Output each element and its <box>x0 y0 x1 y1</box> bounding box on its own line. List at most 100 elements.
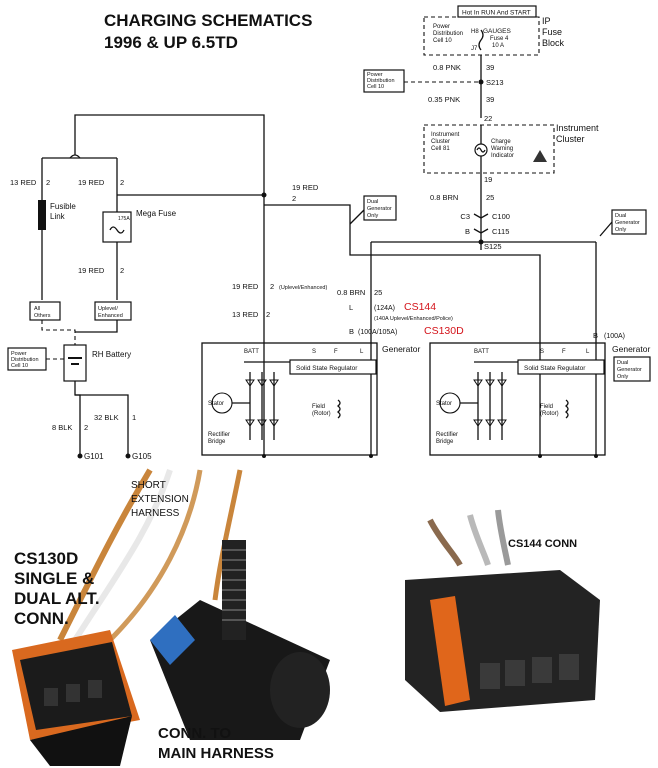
all-others-dashed <box>41 320 76 345</box>
gen1-l: L <box>360 349 364 355</box>
fuse-label1: GAUGES <box>483 28 511 35</box>
cs144-tag: CS144 <box>404 301 436 313</box>
gen1-ground-b <box>369 454 373 458</box>
gen1-rectifier2: Bridge <box>208 439 226 445</box>
ip-fuse-block: Hot In RUN And START Power Distribution … <box>423 5 565 56</box>
c3-label: C3 <box>460 212 470 221</box>
uplevel2: Enhanced <box>98 313 123 319</box>
gen2-ground-a <box>538 454 542 458</box>
pnk-035-label: 0.35 PNK <box>428 95 460 104</box>
gen1-stator-label: Stator <box>208 401 224 407</box>
cluster-cell-line3: Cell 81 <box>431 146 450 152</box>
s213-pd2: Distribution <box>367 78 395 84</box>
dual-gen-right2: Generator <box>615 220 640 226</box>
g105-label: G105 <box>132 452 152 461</box>
white-wire-photo <box>72 469 173 642</box>
cs130d-pin1 <box>44 688 58 706</box>
g105-ground-icon <box>125 453 131 459</box>
cs144-wire-brown <box>427 518 463 567</box>
connector-photos <box>12 468 600 766</box>
brn-08-gen-label: 0.8 BRN <box>337 288 365 297</box>
red-19-mid-circuit: 2 <box>292 194 296 203</box>
fuse-block-pd1: Power <box>433 24 450 30</box>
red-top-loop <box>74 114 265 455</box>
red-19-mid-label: 19 RED <box>292 183 319 192</box>
hot-in-run-text: Hot In RUN And START <box>462 10 531 17</box>
gen2-rectifier1: Rectifier <box>436 432 458 438</box>
dual-gen-right3: Only <box>615 227 627 233</box>
indicator-line3: Indicator <box>491 153 514 159</box>
dual-gen-gen1: Dual <box>617 360 628 366</box>
gen1-field1: Field <box>312 404 325 410</box>
brn-08-circuit: 25 <box>486 193 494 202</box>
term-b-right-amps: (100A) <box>604 333 625 340</box>
cs144-pin4 <box>480 663 500 689</box>
red-19-uplevel-circuit: 2 <box>270 282 274 291</box>
blk-8-circuit: 2 <box>84 423 88 432</box>
mega-fuse-rating: 175A <box>118 216 130 222</box>
short-ext-line2: EXTENSION <box>131 494 189 505</box>
red-19-left-label: 19 RED <box>78 178 105 187</box>
dual-gen-mid3: Only <box>367 213 379 219</box>
dual-gen-tag-right <box>611 209 647 235</box>
dual-gen-gen3: Only <box>617 374 629 380</box>
uplevel-tag <box>94 301 132 321</box>
red-19-lower-circuit: 2 <box>120 266 124 275</box>
cs130d-caption1: CS130D <box>14 549 78 568</box>
gen1-field-coil-icon <box>336 399 341 419</box>
gen1-s: S <box>312 349 316 355</box>
fuse-block-pd2: Distribution <box>433 31 463 37</box>
fusible-link-line1: Fusible <box>50 202 76 211</box>
cs144-wire-grey <box>467 514 491 566</box>
ip-fuse-label2: Fuse <box>542 27 562 37</box>
gen2-batt: BATT <box>474 349 489 355</box>
fusible-link-icon <box>38 200 46 230</box>
cluster-cell-line2: Cluster <box>431 139 450 145</box>
generator-2: Generator Dual Generator Only BATT S F L… <box>429 342 651 456</box>
red-13-left-circuit: 2 <box>46 178 50 187</box>
term-b-label: B <box>349 327 354 336</box>
red-19-uplevel-note: (Uplevel/Enhanced) <box>279 285 327 291</box>
term-l-amps: (124A) <box>374 305 395 312</box>
term-b-amps: (100A/105A) <box>358 329 397 336</box>
esd-warning-icon <box>533 150 547 162</box>
g101-ground-icon <box>77 453 83 459</box>
gen2-stator-label: Stator <box>436 401 452 407</box>
uplevel1: Uplevel/ <box>98 306 118 312</box>
dual-gen-mid-pointer <box>349 209 365 225</box>
red-19-lower-label: 19 RED <box>78 266 105 275</box>
cluster-pin-22: 22 <box>484 114 492 123</box>
brn-08-label: 0.8 BRN <box>430 193 458 202</box>
short-ext-line1: SHORT <box>131 480 166 491</box>
ip-fuse-label1: IP <box>542 16 551 26</box>
c115-label: C115 <box>492 227 509 236</box>
blk-32-circuit: 1 <box>132 413 136 422</box>
cs130d-latch <box>30 716 132 766</box>
gen1-regulator-label: Solid State Regulator <box>296 365 358 372</box>
main-harness-mouth <box>270 652 330 728</box>
brown-wire-photo-2 <box>212 469 243 601</box>
all-others1: All <box>34 306 40 312</box>
fuse-pin-bottom: J7 <box>471 46 478 52</box>
b-c115-pin: B <box>465 227 470 236</box>
red-19-uplevel-label: 19 RED <box>232 282 259 291</box>
mega-fuse-label: Mega Fuse <box>136 209 177 218</box>
red-bus-hop <box>69 154 81 159</box>
all-others-tag <box>29 301 61 321</box>
bulb-filament <box>476 147 486 153</box>
gen2-rectifier2: Bridge <box>436 439 454 445</box>
main-harness-caption1: CONN. TO <box>158 725 231 742</box>
uplevel-wire <box>75 320 118 333</box>
blk-32-wire <box>75 394 129 455</box>
brn-08-gen-circuit: 25 <box>374 288 382 297</box>
cs144-seal-orange <box>430 596 470 706</box>
dual-gen-right-pointer <box>599 221 613 237</box>
short-ext-line3: HARNESS <box>131 508 180 519</box>
dual-gen-mid1: Dual <box>367 199 378 205</box>
red-to-gen2 <box>264 204 541 455</box>
cs130d-pin2 <box>66 684 80 702</box>
fuse-label2: Fuse 4 <box>490 36 509 42</box>
main-harness-caption2: MAIN HARNESS <box>158 745 274 762</box>
c115-connector-icon <box>473 228 489 234</box>
generator-1: Generator BATT S F L Solid State Regulat… <box>201 342 420 456</box>
